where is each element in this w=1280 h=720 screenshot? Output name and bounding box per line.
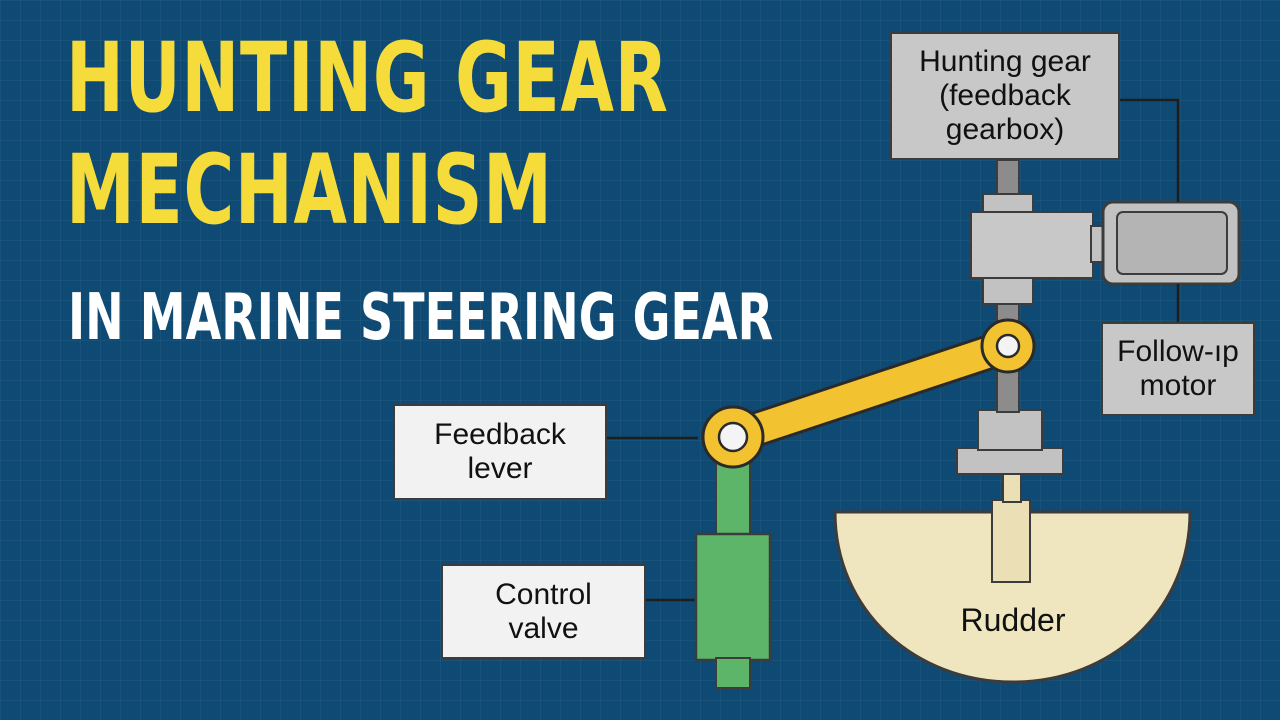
hunting-gear-text: Hunting gear (feedback gearbox) — [919, 45, 1091, 146]
title-line-1: HUNTING GEAR — [66, 22, 669, 134]
rudder-label: Rudder — [960, 602, 1066, 638]
subtitle: IN MARINE STEERING GEAR — [68, 281, 774, 355]
control-valve-text: Control valve — [495, 577, 592, 645]
feedback-lever-label: Feedback lever — [393, 404, 607, 500]
main-title: HUNTING GEAR MECHANISM — [66, 22, 669, 246]
gearbox-connector — [1120, 98, 1180, 202]
valve-tail — [715, 657, 751, 689]
rudder-stock-neck — [1002, 473, 1022, 503]
control-valve-label: Control valve — [441, 564, 646, 659]
shaft-coupling-lower — [982, 275, 1034, 305]
shaft-block — [977, 409, 1043, 451]
valve-rod — [715, 461, 751, 537]
gearbox-housing — [970, 211, 1094, 279]
rudder-stock — [991, 499, 1031, 583]
lever-pivot-lower-pin — [717, 421, 749, 453]
lever-pivot-upper-pin — [995, 333, 1021, 359]
motor-end-cap — [1116, 211, 1228, 275]
shaft-collar — [956, 447, 1064, 475]
lever-arm — [718, 331, 1023, 452]
title-line-2: MECHANISM — [66, 134, 553, 246]
feedback-lever-text: Feedback lever — [434, 418, 566, 485]
rudder-shape — [833, 510, 1192, 684]
valve-body — [694, 532, 772, 662]
follow-up-motor-label: Follow-ıp motor — [1101, 322, 1255, 416]
follow-up-motor-text: Follow-ıp motor — [1117, 335, 1239, 402]
hunting-gear-label: Hunting gear (feedback gearbox) — [890, 32, 1120, 160]
